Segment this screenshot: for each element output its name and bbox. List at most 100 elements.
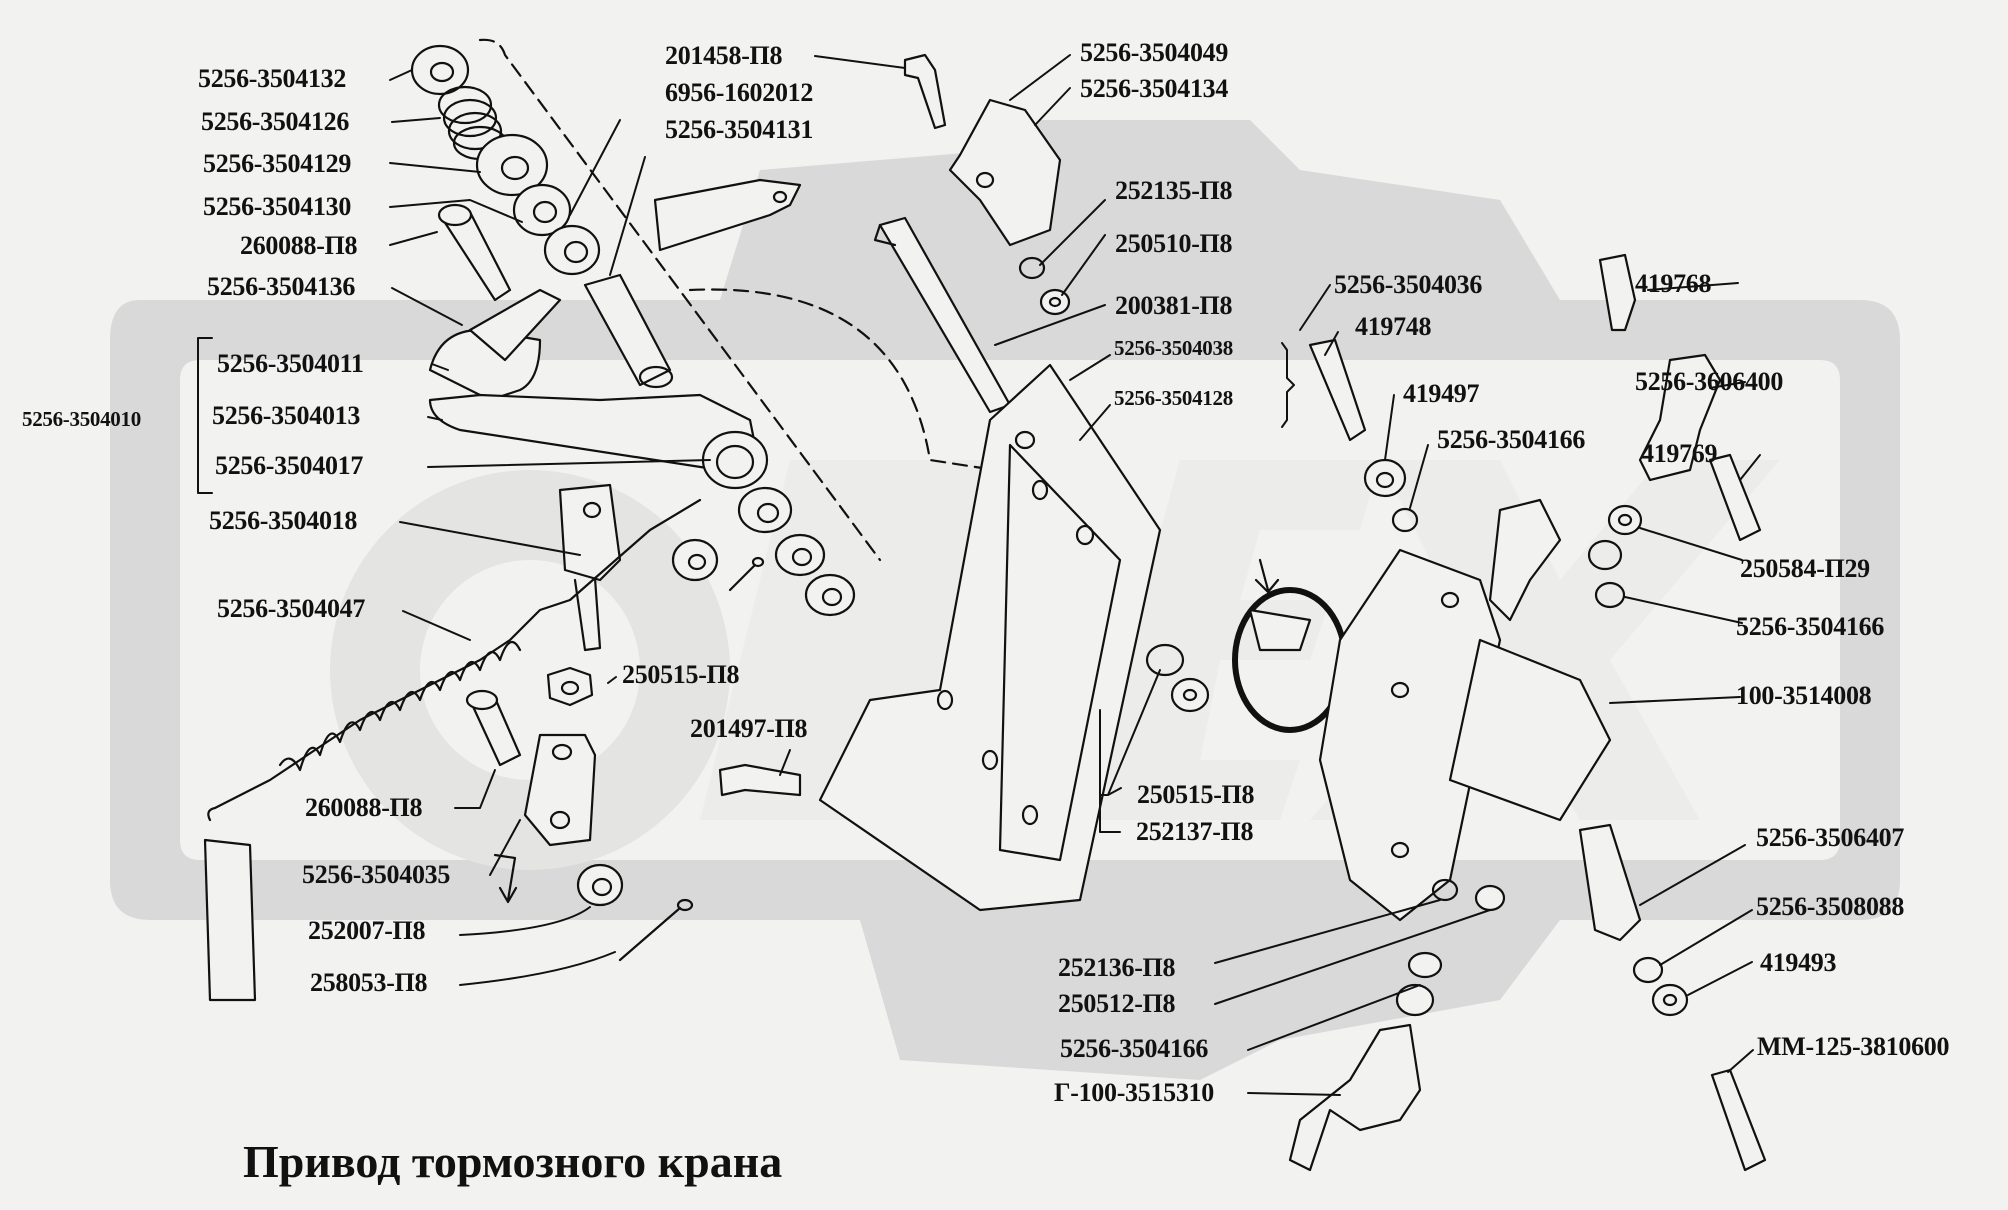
lock-washer-252136 (1431, 878, 1459, 902)
label-250584-P29: 250584-П29 (1740, 554, 1870, 583)
label-250512-P8: 250512-П8 (1058, 989, 1176, 1018)
label-5256-3504013: 5256-3504013 (212, 401, 361, 430)
tee-fitting (1488, 498, 1562, 622)
label-100-3514008: 100-3514008 (1736, 681, 1872, 710)
bracket-5256-3504049 (948, 98, 1062, 247)
nut-419493 (1651, 983, 1689, 1017)
label-5256-3504132: 5256-3504132 (198, 64, 347, 93)
label-5256-3504136: 5256-3504136 (207, 272, 356, 301)
label-5256-3504011: 5256-3504011 (217, 349, 364, 378)
brake-valve-100-3514008 (1232, 548, 1612, 922)
label-5256-3504129: 5256-3504129 (203, 149, 352, 178)
label-5256-3504047: 5256-3504047 (217, 594, 366, 623)
nut-250515-left (546, 666, 594, 707)
label-6956-1602012: 6956-1602012 (665, 78, 814, 107)
nut-250510 (1039, 288, 1071, 316)
label-5256-3504166-a: 5256-3504166 (1437, 425, 1586, 454)
bracket-plate-5256-3504038 (818, 363, 1162, 912)
assembly-arrow-left (493, 853, 518, 904)
label-252136-P8: 252136-П8 (1058, 953, 1176, 982)
lock-washer-252137 (1145, 643, 1185, 677)
diagram-title: Привод тормозного крана (243, 1136, 783, 1187)
label-5256-3504010: 5256-3504010 (22, 407, 141, 431)
washer-5256-3504166-b (1594, 581, 1626, 609)
label-5256-3504036: 5256-3504036 (1334, 270, 1483, 299)
bolt-201458 (903, 53, 947, 130)
label-258053-P8: 258053-П8 (310, 968, 428, 997)
label-5256-3504018: 5256-3504018 (209, 506, 358, 535)
washer-5256-3504129 (475, 133, 549, 197)
label-5256-3504038: 5256-3504038 (1114, 336, 1233, 360)
label-5256-3504134: 5256-3504134 (1080, 74, 1229, 103)
nut-250512 (1474, 884, 1506, 912)
assembly-axis-dashed (478, 38, 882, 562)
washer-5256-3504166-a (1391, 507, 1419, 533)
block-5256-3504035 (523, 733, 597, 847)
label-250515-P8-mid: 250515-П8 (1137, 780, 1255, 809)
label-260088-P8-top: 260088-П8 (240, 231, 358, 260)
label-419748: 419748 (1355, 312, 1432, 341)
washer-5256-3504166-c (1395, 951, 1443, 1017)
adapter-5256-3606400 (1638, 353, 1722, 482)
label-5256-3504130: 5256-3504130 (203, 192, 352, 221)
washer-5256-3504130 (512, 183, 572, 237)
label-5256-3504166-b: 5256-3504166 (1736, 612, 1885, 641)
label-419769: 419769 (1641, 439, 1718, 468)
label-201497-P8: 201497-П8 (690, 714, 808, 743)
label-252135-P8: 252135-П8 (1115, 176, 1233, 205)
label-5256-3504035: 5256-3504035 (302, 860, 451, 889)
watermark-gear-teeth (720, 120, 1560, 1080)
nut-250584 (1607, 504, 1643, 536)
label-5256-3504128: 5256-3504128 (1114, 386, 1233, 410)
washer-extra (1587, 539, 1623, 571)
label-5256-3506407: 5256-3506407 (1756, 823, 1905, 852)
label-G-100-3515310: Г-100-3515310 (1054, 1078, 1214, 1107)
label-252137-P8: 252137-П8 (1136, 817, 1254, 846)
pin-260088-bottom (465, 689, 522, 767)
cotter-pin-258053 (618, 898, 694, 962)
lock-washer-252135 (1018, 256, 1046, 280)
bushing-stack (671, 486, 856, 617)
label-5256-3504126: 5256-3504126 (201, 107, 350, 136)
nut-6956-1602012 (543, 224, 601, 276)
label-5256-3504166-c: 5256-3504166 (1060, 1034, 1209, 1063)
watermark-letter-o (330, 470, 730, 870)
lever-5256-3504010 (428, 288, 769, 490)
label-MM-125-3810600: ММ-125-3810600 (1757, 1032, 1950, 1061)
pedal-pad (653, 178, 802, 252)
label-201458-P8: 201458-П8 (665, 41, 783, 70)
nut-419497 (1363, 458, 1407, 498)
fitting-419769 (1708, 453, 1762, 542)
nut-250515-mid (1170, 677, 1210, 713)
valve-G-100-3515310 (1288, 1023, 1422, 1172)
assembly-axis-dashed-2 (688, 288, 1062, 482)
label-5256-3504131: 5256-3504131 (665, 115, 814, 144)
brace-5256-3504036 (1281, 342, 1295, 428)
brace-5256-3504010 (197, 337, 213, 494)
sleeve-5256-3504131 (583, 273, 674, 389)
pin-260088-top (437, 203, 512, 302)
label-5256-3504049: 5256-3504049 (1080, 38, 1229, 67)
label-5256-3508088: 5256-3508088 (1756, 892, 1905, 921)
label-260088-P8-bottom: 260088-П8 (305, 793, 423, 822)
fitting-5256-3506407 (1578, 823, 1642, 942)
label-200381-P8: 200381-П8 (1115, 291, 1233, 320)
label-250515-P8-left: 250515-П8 (622, 660, 740, 689)
washer-252007 (576, 863, 624, 907)
label-5256-3606400: 5256-3606400 (1635, 367, 1784, 396)
label-250510-P8: 250510-П8 (1115, 229, 1233, 258)
label-252007-P8: 252007-П8 (308, 916, 426, 945)
washer-5256-3508088 (1632, 956, 1664, 984)
fitting-MM-125-3810600 (1710, 1068, 1767, 1172)
label-419768: 419768 (1635, 269, 1712, 298)
label-419493: 419493 (1760, 948, 1837, 977)
leader-lines (197, 54, 1761, 1096)
clevis-5256-3504018 (558, 483, 622, 652)
label-5256-3504017: 5256-3504017 (215, 451, 364, 480)
label-419497: 419497 (1403, 379, 1480, 408)
spring-5256-3504047 (207, 498, 702, 822)
fitting-419768 (1598, 253, 1637, 332)
fitting-419748 (1308, 338, 1367, 442)
